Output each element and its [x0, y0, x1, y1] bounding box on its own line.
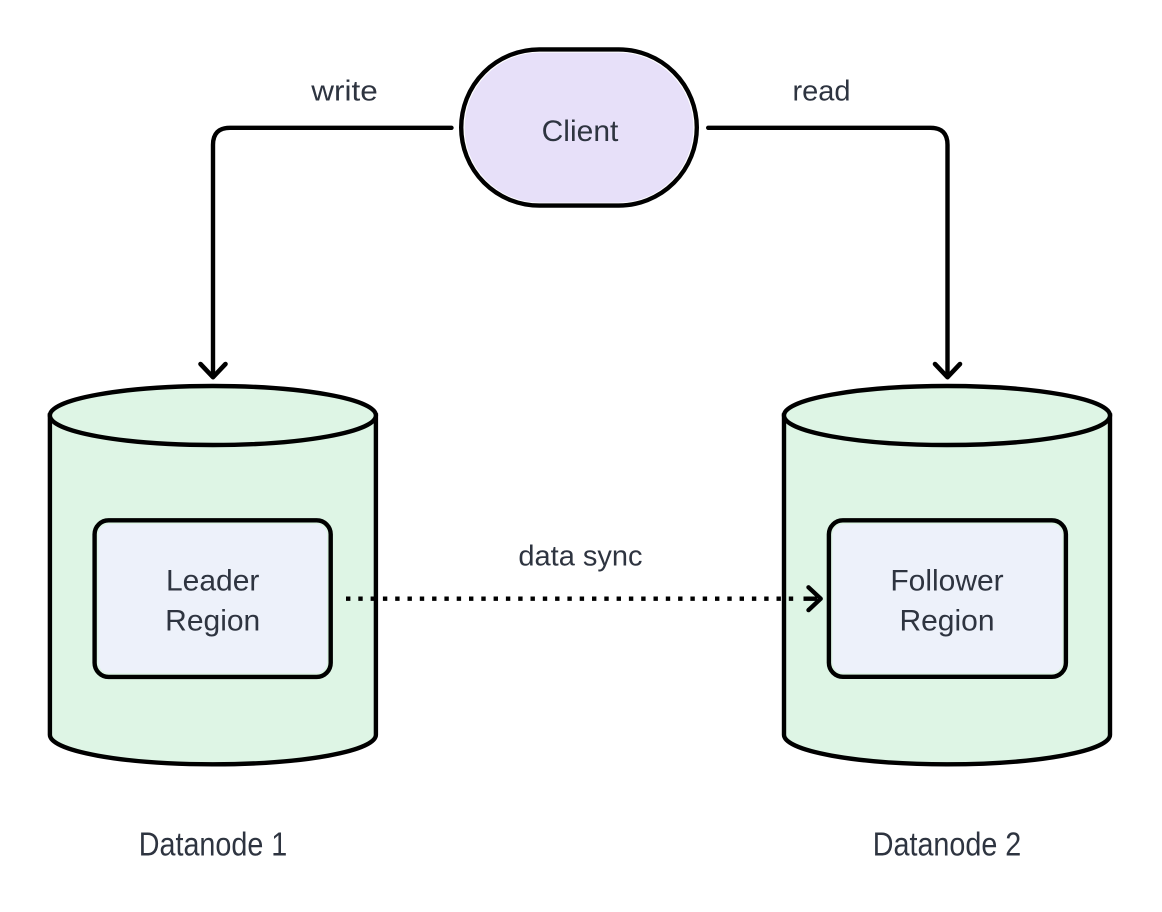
- svg-text:write: write: [310, 76, 378, 108]
- svg-text:Leader: Leader: [166, 565, 259, 598]
- svg-text:read: read: [792, 76, 850, 108]
- svg-text:Region: Region: [165, 605, 260, 638]
- svg-text:Datanode 1: Datanode 1: [139, 826, 288, 863]
- svg-text:Region: Region: [899, 605, 994, 638]
- svg-text:Client: Client: [542, 115, 619, 148]
- svg-text:Datanode 2: Datanode 2: [873, 826, 1022, 863]
- svg-text:data sync: data sync: [518, 541, 642, 573]
- svg-text:Follower: Follower: [890, 565, 1003, 598]
